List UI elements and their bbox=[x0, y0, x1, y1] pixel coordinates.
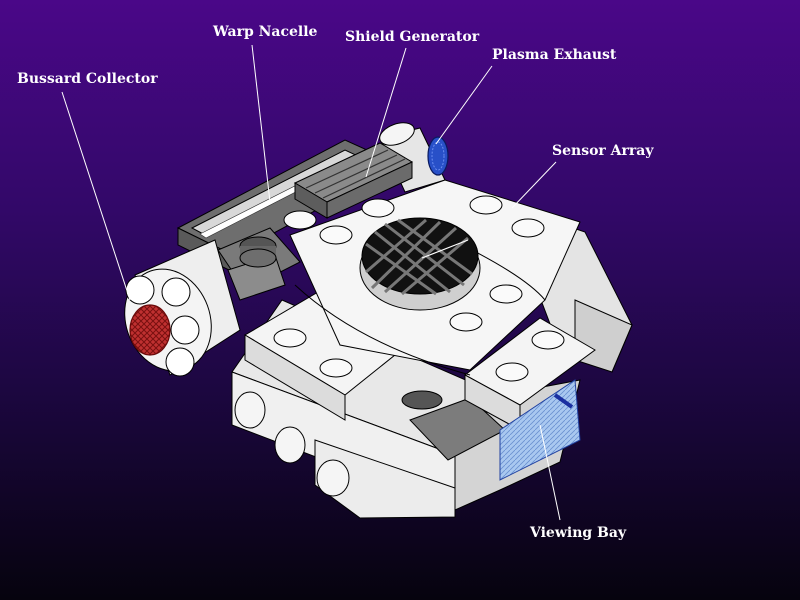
leader-warp-nacelle bbox=[251, 44, 271, 203]
leader-shield-generator bbox=[365, 47, 407, 178]
sensor-array bbox=[359, 217, 481, 311]
label-plasma-exhaust: Plasma Exhaust bbox=[492, 47, 617, 63]
plasma-exhaust bbox=[427, 136, 449, 176]
viewing-bay bbox=[499, 379, 581, 481]
label-warp-nacelle: Warp Nacelle bbox=[213, 24, 318, 40]
label-bussard-collector: Bussard Collector bbox=[17, 71, 158, 87]
leader-plasma-exhaust bbox=[435, 65, 493, 145]
label-sensor-array: Sensor Array bbox=[552, 143, 654, 159]
label-shield-generator: Shield Generator bbox=[345, 29, 480, 45]
leader-bussard-collector bbox=[61, 91, 131, 301]
label-viewing-bay: Viewing Bay bbox=[530, 525, 627, 541]
leader-sensor-array bbox=[511, 161, 557, 209]
leader-viewing-bay bbox=[539, 424, 561, 521]
leader-lines bbox=[61, 44, 561, 521]
nacelle-connector bbox=[217, 227, 301, 301]
left-engine bbox=[124, 239, 241, 377]
bussard-collector bbox=[129, 304, 171, 356]
shield-generator bbox=[293, 142, 414, 219]
